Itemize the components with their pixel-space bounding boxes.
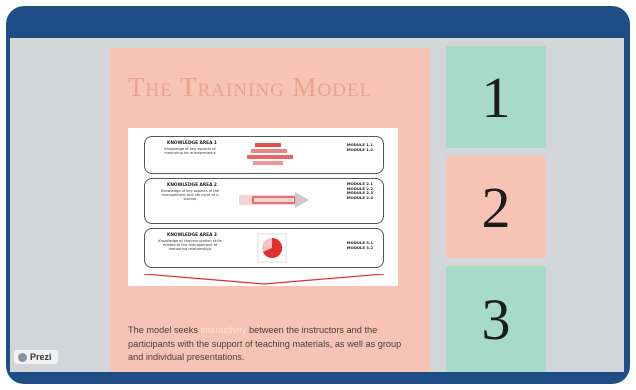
description-highlight: interactivity [200,325,247,335]
topic-card-1[interactable]: 1 [446,46,546,148]
topic-card-2-number: 2 [481,174,511,240]
knowledge-area-3: KNOWLEDGE AREA 3 Knowledge of communicat… [144,228,384,268]
prezi-label: Prezi [30,352,52,362]
knowledge-area-2-title: KNOWLEDGE AREA 2 [167,183,217,188]
knowledge-area-2-description: Knowledge of key aspects of the manageme… [160,189,220,202]
module-label: MODULE 2.2 [346,185,373,191]
knowledge-area-1-modules: MODULE 1.1 MODULE 1.2 [346,142,373,152]
knowledge-area-1-title: KNOWLEDGE AREA 1 [167,141,217,146]
slide-training-model[interactable]: The Training Model KNOWLEDGE AREA 1 Know… [110,48,430,372]
prezi-badge[interactable]: Prezi [14,350,58,364]
knowledge-area-2-modules: MODULE 2.1 MODULE 2.2 MODULE 2.3 MODULE … [346,181,373,200]
topic-card-3[interactable]: 3 [446,266,546,372]
module-label: MODULE 3.2 [346,244,373,250]
knowledge-area-2: KNOWLEDGE AREA 2 Knowledge of key aspect… [144,178,384,224]
topic-card-1-number: 1 [481,64,511,130]
prezi-logo-icon [18,352,27,362]
module-label: MODULE 1.1 [346,142,373,147]
knowledge-area-3-description: Knowledge of communication skills relate… [158,239,222,252]
area-3-pie-graphic [257,233,287,263]
knowledge-area-3-modules: MODULE 3.1 MODULE 3.2 [346,240,373,250]
module-label: MODULE 2.1 [346,181,373,186]
knowledge-area-3-title: KNOWLEDGE AREA 3 [167,233,217,238]
description-text-start: The model seeks [128,325,201,335]
slide-title: The Training Model [128,72,373,102]
canvas[interactable]: The Training Model KNOWLEDGE AREA 1 Know… [10,38,624,372]
topic-card-3-number: 3 [481,286,511,352]
area-1-bars-graphic [247,143,293,165]
slide-description: The model seeks interactivity between th… [128,324,418,365]
knowledge-area-1: KNOWLEDGE AREA 1 Knowledge of key aspect… [144,136,384,174]
knowledge-area-1-description: Knowledge of key aspects of mentoring fo… [164,147,216,156]
module-label: MODULE 1.2 [346,146,373,152]
description-text-end: between the instructors and the particip… [128,325,402,362]
area-2-arrow-graphic [239,192,309,208]
module-label: MODULE 2.3 [346,190,373,196]
module-label: MODULE 3.1 [346,240,373,245]
diagram-chevron [144,274,384,285]
module-label: MODULE 2.4 [346,194,373,200]
training-model-diagram: KNOWLEDGE AREA 1 Knowledge of key aspect… [128,128,398,286]
topic-card-2[interactable]: 2 [446,156,546,258]
